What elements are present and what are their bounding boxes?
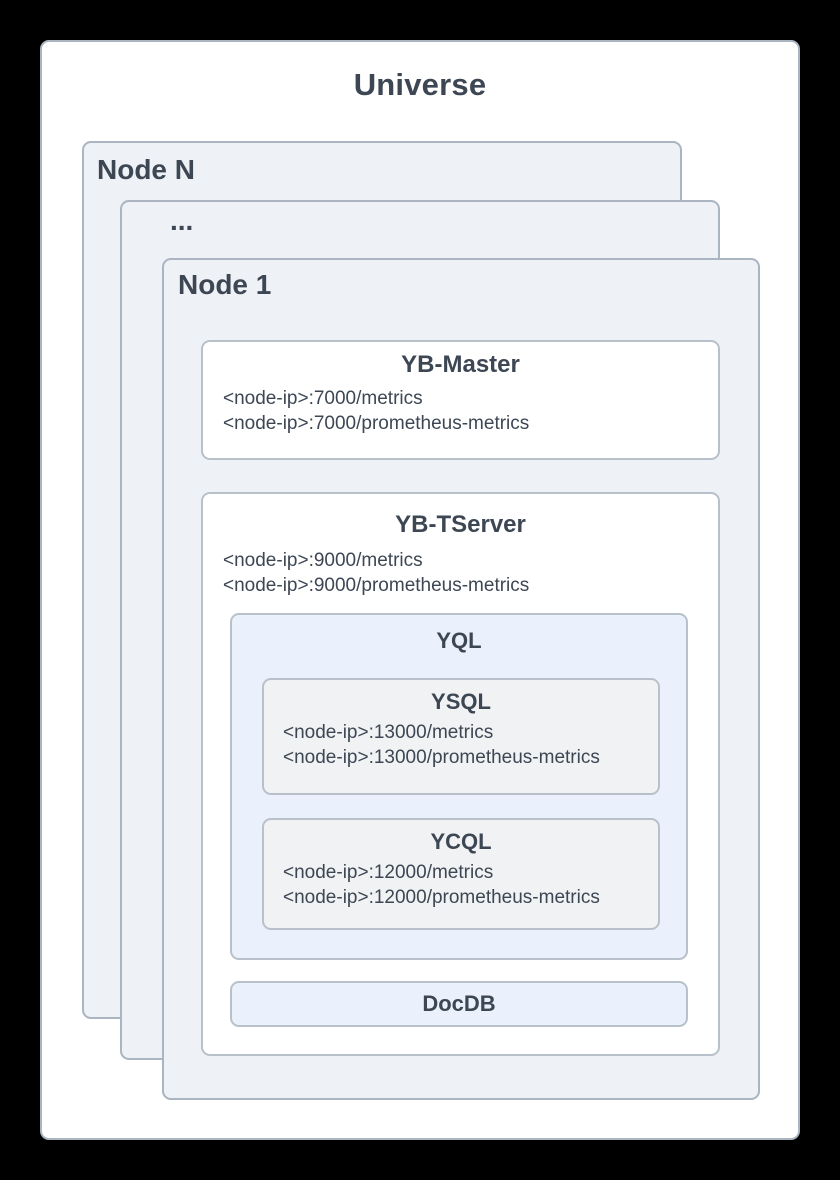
ysql-endpoints: <node-ip>:13000/metrics <node-ip>:13000/…: [283, 720, 600, 770]
ycql-title: YCQL: [430, 829, 492, 854]
ycql-endpoint-metrics: <node-ip>:12000/metrics: [283, 862, 494, 883]
ysql-title: YSQL: [431, 689, 491, 714]
node-1-box: Node 1 YB-Master <node-ip>:7000/metrics …: [162, 258, 760, 1100]
node-ellipsis-label: ...: [170, 205, 194, 236]
ycql-endpoints: <node-ip>:12000/metrics <node-ip>:12000/…: [283, 860, 600, 910]
yb-master-box: YB-Master <node-ip>:7000/metrics <node-i…: [201, 340, 720, 460]
yb-master-title: YB-Master: [401, 351, 520, 378]
ycql-box: YCQL <node-ip>:12000/metrics <node-ip>:1…: [262, 818, 660, 930]
docdb-title: DocDB: [422, 991, 496, 1016]
universe-container: Universe Node N ... Node 1 YB-Master <no…: [40, 40, 800, 1140]
ysql-endpoint-prometheus: <node-ip>:13000/prometheus-metrics: [283, 747, 600, 768]
yb-master-endpoints: <node-ip>:7000/metrics <node-ip>:7000/pr…: [223, 386, 529, 436]
yb-master-endpoint-prometheus: <node-ip>:7000/prometheus-metrics: [223, 413, 530, 434]
yql-title: YQL: [436, 628, 482, 653]
ycql-endpoint-prometheus: <node-ip>:12000/prometheus-metrics: [283, 887, 600, 908]
node-n-label: Node N: [97, 154, 195, 185]
universe-title: Universe: [353, 67, 487, 102]
ysql-box: YSQL <node-ip>:13000/metrics <node-ip>:1…: [262, 678, 660, 795]
yb-tserver-endpoints: <node-ip>:9000/metrics <node-ip>:9000/pr…: [223, 548, 529, 598]
ysql-endpoint-metrics: <node-ip>:13000/metrics: [283, 722, 494, 743]
yql-box: YQL YSQL <node-ip>:13000/metrics <node-i…: [230, 613, 688, 960]
yb-master-endpoint-metrics: <node-ip>:7000/metrics: [223, 388, 423, 409]
yb-tserver-endpoint-metrics: <node-ip>:9000/metrics: [223, 550, 423, 571]
yb-tserver-title: YB-TServer: [395, 511, 526, 538]
yb-tserver-box: YB-TServer <node-ip>:9000/metrics <node-…: [201, 492, 720, 1056]
node-1-label: Node 1: [178, 269, 272, 300]
docdb-box: DocDB: [230, 981, 688, 1027]
yb-tserver-endpoint-prometheus: <node-ip>:9000/prometheus-metrics: [223, 575, 530, 596]
